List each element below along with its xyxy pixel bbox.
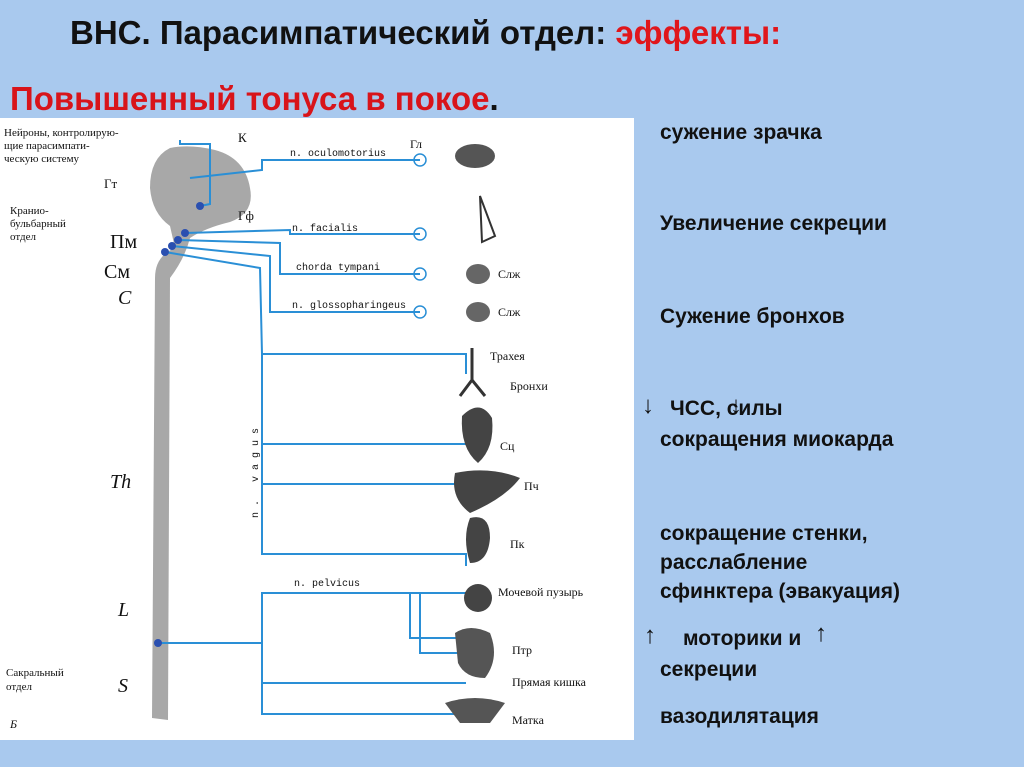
nerve-facialis: n. facialis: [292, 223, 358, 235]
ganglion-dots: [154, 153, 427, 647]
svg-text:Кранио-: Кранио-: [10, 205, 49, 217]
effect-secretion: Увеличение секреции: [660, 212, 887, 235]
organ-pk: Пк: [510, 537, 525, 551]
effect-pupil: сужение зрачка: [660, 121, 822, 144]
nerve-pelvicus: n. pelvicus: [294, 578, 360, 590]
svg-text:ческую систему: ческую систему: [4, 153, 80, 165]
nerve-vagus: n. vagus: [251, 422, 262, 518]
svg-text:щие парасимпати-: щие парасимпати-: [4, 140, 90, 152]
figure-letter: Б: [9, 717, 17, 731]
slide-title: ВНС. Парасимпатический отдел: эффекты:: [70, 14, 781, 52]
effect-bronchi: Сужение бронхов: [660, 305, 845, 328]
eye-icon: [455, 144, 495, 168]
organ-pch: Пч: [524, 479, 539, 493]
label-pm: Пм: [110, 231, 137, 253]
label-gf: Гф: [238, 208, 254, 223]
nerve-lines: [158, 140, 467, 715]
sacral-label-2: отдел: [6, 681, 32, 693]
cranio-label-1: Кранио-: [10, 205, 49, 217]
effect-wall-line1: сокращение стенки,: [660, 522, 868, 545]
effect-hr-line1: ЧСС, силы: [670, 397, 783, 420]
label-s: S: [118, 675, 128, 697]
nerve-glosso: n. glossopharingeus: [292, 300, 406, 312]
nose-icon: [479, 195, 497, 244]
sacral-label-1: Сакральный: [6, 667, 64, 679]
diagram-labels: Нейроны, контролирую- щие парасимпати- ч…: [4, 127, 587, 731]
organ-ptr: Птр: [512, 643, 532, 657]
diagram-svg: Нейроны, контролирую- щие парасимпати- ч…: [4, 127, 587, 731]
organ-gl: Гл: [410, 137, 422, 151]
label-gt: Гт: [104, 176, 118, 191]
organ-rectum: Прямая кишка: [512, 675, 587, 689]
label-c: C: [118, 287, 132, 309]
effect-vasodilation: вазодилятация: [660, 705, 819, 728]
organ-bladder: Мочевой пузырь: [498, 585, 584, 599]
organ-shapes: [445, 144, 520, 723]
cranio-label-3: отдел: [10, 231, 36, 243]
organ-uterus: Матка: [512, 713, 545, 727]
arrow-down-icon-2: ↓: [730, 392, 742, 419]
svg-text:бульбарный: бульбарный: [10, 218, 66, 230]
title-accent: эффекты:: [615, 14, 782, 51]
neurons-label-1: Нейроны, контролирую-: [4, 127, 119, 139]
bladder-icon: [464, 584, 492, 612]
intestine-icon: [455, 628, 494, 678]
effect-wall-line3: сфинктера (эвакуация): [660, 580, 901, 603]
svg-text:отдел: отдел: [6, 681, 32, 693]
organ-bronchi: Бронхи: [510, 379, 548, 393]
effect-hr-line2: сокращения миокарда: [660, 428, 894, 451]
neurons-label-3: ческую систему: [4, 153, 80, 165]
kidney-icon: [466, 517, 490, 563]
organ-trachea: Трахея: [490, 349, 525, 363]
effect-motor-line1: моторики и: [683, 627, 802, 650]
trachea-icon: [458, 348, 487, 397]
title-main: ВНС. Парасимпатический отдел:: [70, 14, 616, 51]
arrow-up-icon-2: ↑: [815, 620, 827, 647]
label-sm: См: [104, 261, 130, 283]
label-l: L: [117, 599, 129, 621]
gland-icon-2: [466, 302, 490, 322]
svg-text:Нейроны, контролирую-: Нейроны, контролирую-: [4, 127, 119, 139]
organ-slzh1: Слж: [498, 267, 521, 281]
svg-text:Сакральный: Сакральный: [6, 667, 64, 679]
parasympathetic-diagram: Нейроны, контролирую- щие парасимпати- ч…: [0, 118, 634, 740]
liver-icon: [454, 470, 520, 513]
effect-motor-line2: секреции: [660, 658, 758, 681]
slide-subtitle: Повышенный тонуса в покое.: [10, 80, 499, 118]
subtitle-dot: .: [489, 80, 499, 117]
label-th: Th: [110, 471, 131, 493]
cranio-label-2: бульбарный: [10, 218, 66, 230]
svg-text:отдел: отдел: [10, 231, 36, 243]
effect-wall-line2: расслабление: [660, 551, 808, 574]
subtitle-main: Повышенный тонуса в покое: [10, 80, 490, 117]
label-k: К: [238, 130, 247, 145]
organ-sc: Сц: [500, 439, 515, 453]
arrow-up-icon: ↑: [644, 622, 656, 649]
arrow-down-icon: ↓: [642, 392, 654, 419]
neurons-label-2: щие парасимпати-: [4, 140, 90, 152]
nerve-chorda: chorda tympani: [296, 262, 380, 274]
cns-shape: [150, 146, 251, 720]
nerve-oculomotorius: n. oculomotorius: [290, 148, 386, 160]
organ-slzh2: Слж: [498, 305, 521, 319]
uterus-icon: [445, 698, 505, 723]
heart-icon: [461, 407, 493, 463]
gland-icon: [466, 264, 490, 284]
